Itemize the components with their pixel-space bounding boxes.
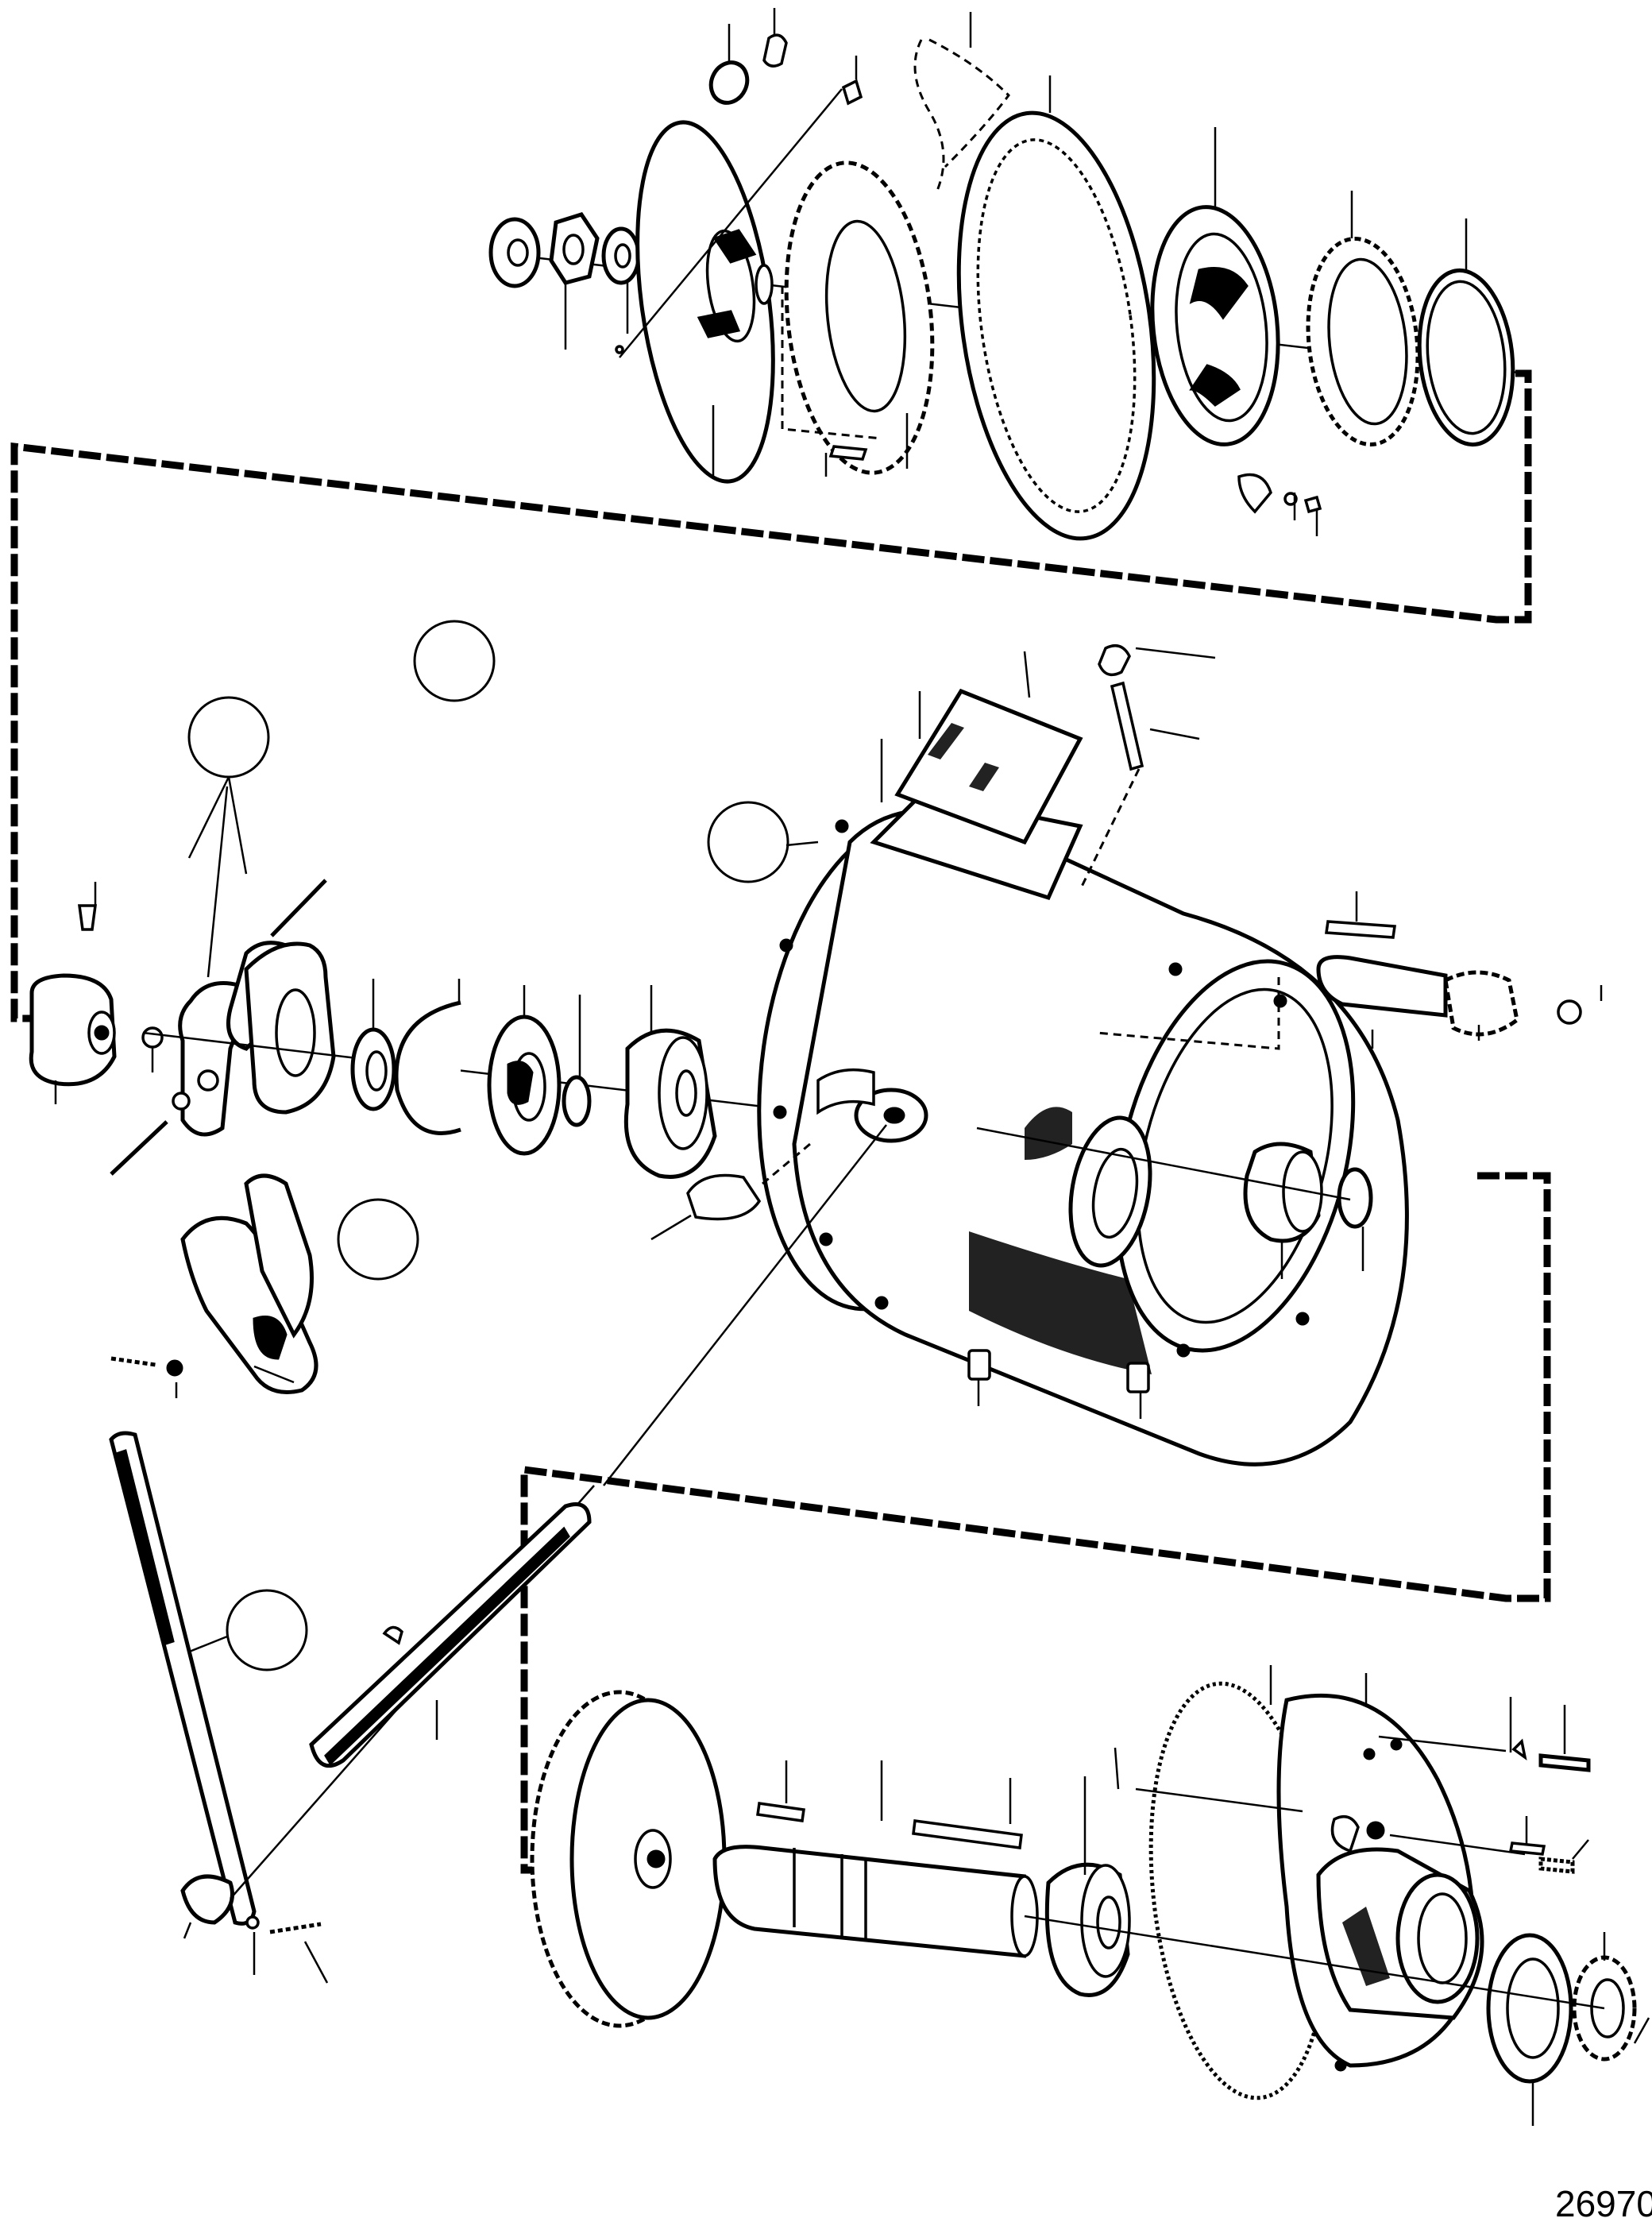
lever-eye xyxy=(183,1876,233,1923)
figure-reference-number: 26970 xyxy=(1555,2183,1652,2222)
top-hex-nut xyxy=(551,214,597,283)
cover-bolt-top xyxy=(1541,1756,1588,1770)
small-clip-parts xyxy=(616,35,1320,512)
bottom-roller-bearing xyxy=(1047,1865,1129,1995)
left-leader-lines xyxy=(56,882,294,1398)
assembly-guide-lines xyxy=(14,373,1547,1870)
top-bearing xyxy=(491,219,538,286)
fork2-bolt xyxy=(111,1358,156,1365)
large-outer-disc xyxy=(934,100,1179,551)
second-fork xyxy=(183,1176,316,1393)
lever-bolt xyxy=(270,1924,321,1932)
middle-small-bearing xyxy=(353,1030,394,1109)
bottom-gear-assembly xyxy=(532,1665,1649,2126)
small-nut xyxy=(143,1028,162,1047)
coil-springs xyxy=(915,40,1009,191)
spur-gear xyxy=(532,1692,724,2026)
small-ring xyxy=(564,1077,589,1125)
callout-circle-4 xyxy=(338,1200,418,1279)
pressure-plate xyxy=(617,114,793,490)
pinion-nut xyxy=(1558,1001,1581,1023)
roller-bearing-middle xyxy=(626,1030,715,1177)
right-pinion-parts xyxy=(977,891,1601,1279)
bottom-key-right xyxy=(913,1821,1021,1848)
snap-ring xyxy=(396,1003,461,1133)
callout-2-leaders xyxy=(189,777,246,977)
housing-shadow-lower xyxy=(969,1231,1152,1374)
cover-bolt-lower xyxy=(1541,1859,1573,1872)
toothed-ring xyxy=(1299,234,1427,450)
housing-shaft-port xyxy=(818,1070,926,1141)
callout-circle-1 xyxy=(415,621,494,701)
top-clutch-assembly xyxy=(491,8,1525,551)
bottom-key-left xyxy=(758,1803,804,1821)
left-linkage xyxy=(31,880,334,1398)
fork-bolt xyxy=(111,1122,167,1174)
top-leader-lines xyxy=(565,8,1466,536)
key-piece xyxy=(1326,922,1395,937)
bottom-seal-ring xyxy=(1488,1935,1571,2081)
housing-plate-small xyxy=(688,1176,759,1219)
pinion-gear xyxy=(1446,972,1517,1034)
top-washer xyxy=(604,229,639,283)
small-bolt-top xyxy=(79,906,95,929)
rear-cover xyxy=(1132,1675,1482,2107)
bearing-yoke xyxy=(246,944,334,1112)
toothed-friction-disc xyxy=(772,156,947,481)
clutch-cup xyxy=(1141,201,1290,451)
callout-circle-5 xyxy=(227,1590,307,1670)
disc-bracket xyxy=(782,286,882,439)
callout-circles xyxy=(187,621,818,1670)
output-shaft xyxy=(715,1847,1037,1956)
pinion-shaft xyxy=(1318,957,1446,1015)
left-cup-nut xyxy=(31,976,114,1084)
housing-shadow-inner xyxy=(1025,1107,1072,1160)
thin-ring xyxy=(1411,266,1521,450)
middle-bearing-stack xyxy=(143,979,810,1177)
shaft-pin xyxy=(384,1627,402,1643)
flange-bolt-holes xyxy=(774,821,1308,1356)
yoke-bolt xyxy=(272,880,326,936)
dowel-pin xyxy=(1099,646,1142,769)
callout-circle-3 xyxy=(708,802,788,882)
bottom-plugs xyxy=(969,1351,1148,1392)
name-plate xyxy=(897,691,1080,842)
main-housing xyxy=(651,646,1407,1465)
callout-circle-2 xyxy=(189,698,268,777)
right-bearing xyxy=(1245,1144,1322,1241)
cover-stud xyxy=(1511,1843,1544,1854)
thick-washer xyxy=(489,1017,559,1154)
spline-shaft xyxy=(311,1125,886,1766)
